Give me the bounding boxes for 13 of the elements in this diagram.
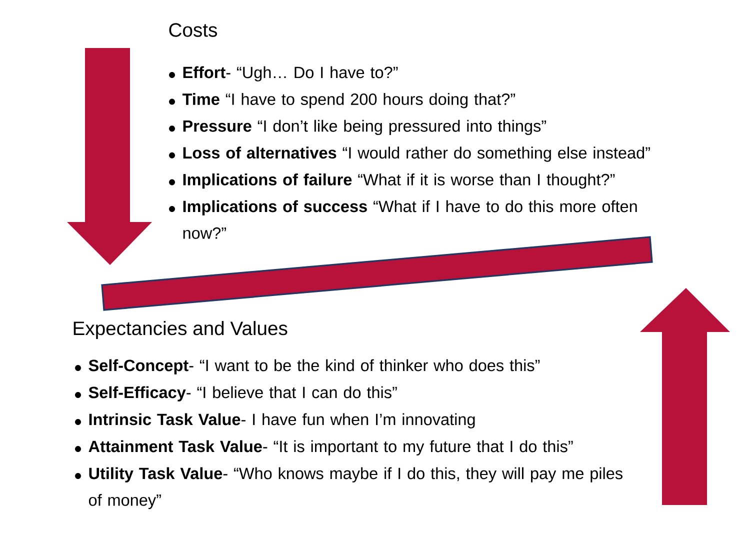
bullet-text: Effort- “Ugh… Do I have to?” [183,66,398,82]
bullet-text: Attainment Task Value- “It is important to my future that I do this” [88,440,573,456]
bullet-text: Self-Concept- “I want to be the kind of thinker who does this” [88,359,540,374]
bullet-text: Intrinsic Task Value- I have fun when I’m innovating [89,413,475,428]
bullet-text: Loss of alternatives “I would rather do something else instead” [183,146,650,162]
heading: Costs [169,23,217,37]
bullet-text: Implications of success “What if I have to do this more often now?” [183,200,637,239]
bullet-text: Utility Task Value- “Who knows maybe if I do this, they will pay me piles of money” [88,467,622,510]
bullet-text: Self-Efficacy- “I believe that I can do this” [88,386,397,402]
heading: Expectancies and Values [74,320,288,339]
bullet-text: Pressure “I don’t like being pressured into things” [183,120,546,136]
bullet-text: Implications of failure “What if it is worse than I thought?” [183,173,615,189]
bullet-text: Time “I have to spend 200 hours doing that?” [182,93,515,108]
